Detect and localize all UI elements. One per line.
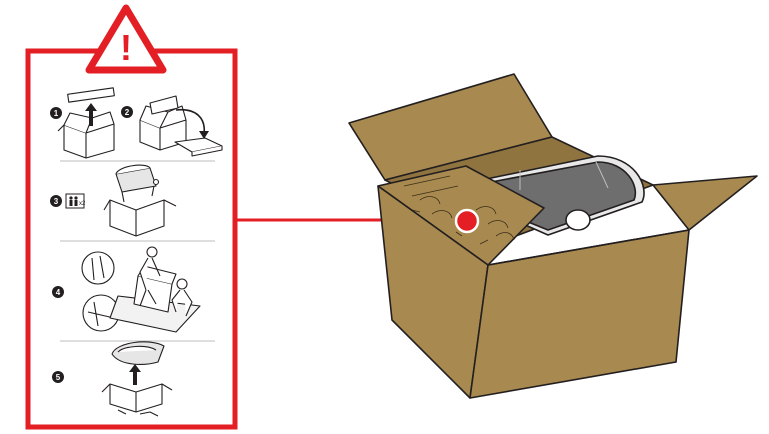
warning-exclamation: ! — [120, 27, 132, 68]
people-count-label: x2 — [79, 201, 86, 207]
two-person-lift-icon: x2 — [66, 194, 86, 208]
step-5-number: 5 — [56, 373, 61, 382]
box-right-flap — [653, 176, 757, 230]
step-4-number: 4 — [56, 288, 61, 297]
warning-triangle-icon: ! — [89, 8, 163, 70]
step-1-number: 1 — [54, 109, 59, 118]
step-3-number: 3 — [54, 197, 59, 206]
instructions-panel: ! 1 2 — [28, 8, 235, 427]
box-front-right-face — [470, 230, 689, 398]
callout-marker-dot — [456, 210, 478, 232]
step-2-number: 2 — [125, 108, 130, 117]
cardboard-box-illustration — [349, 74, 757, 398]
